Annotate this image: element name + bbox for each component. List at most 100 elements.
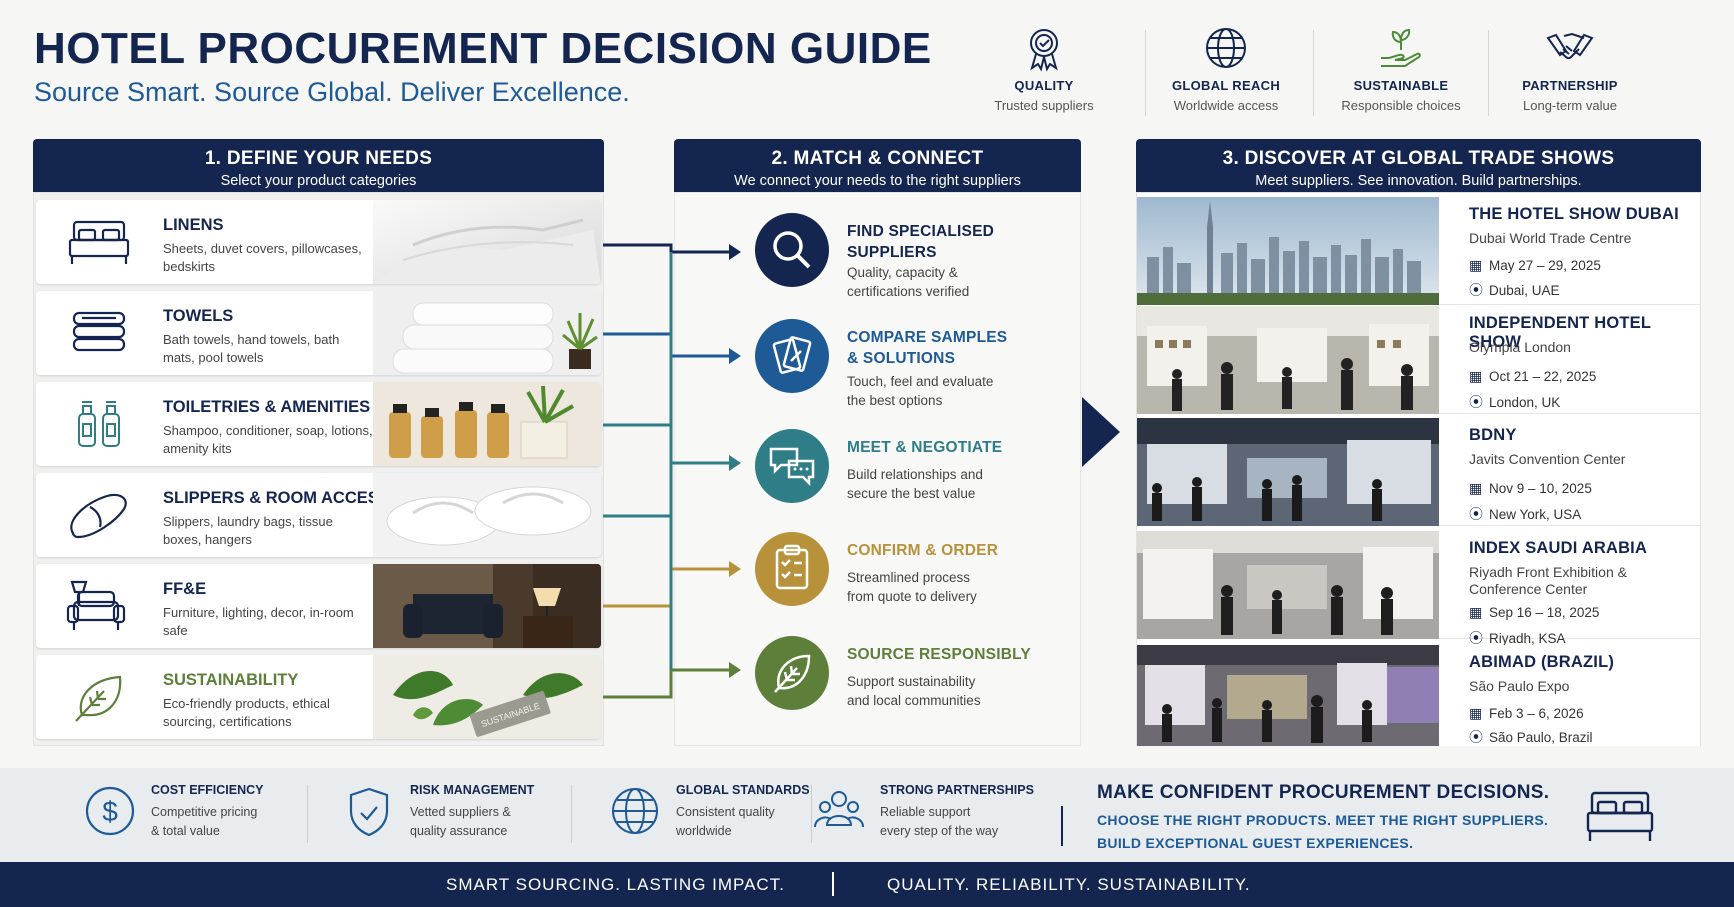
benefit-desc: Competitive pricing& total value (151, 805, 258, 838)
connector-lines (603, 243, 741, 699)
ffe-photo (373, 564, 601, 648)
need-name: SLIPPERS & ROOM ACCESSORIES (163, 489, 442, 507)
footer-divider (832, 872, 834, 896)
dubai-skyline-photo (1137, 197, 1439, 305)
leaf-circle-icon (755, 636, 829, 710)
towels-photo (373, 291, 601, 375)
toiletries-photo (373, 382, 601, 466)
magnifier-icon (755, 213, 829, 287)
expo-hall-photo (1137, 645, 1439, 746)
show-venue: Riyadh Front Exhibition & Conference Cen… (1469, 564, 1627, 597)
benefit-cost-efficiency: $ COST EFFICIENCY Competitive pricing& t… (84, 783, 284, 847)
need-card-towels: TOWELS Bath towels, hand towels, bath ma… (36, 291, 601, 375)
need-card-linens: LINENS Sheets, duvet covers, pillowcases… (36, 200, 601, 284)
benefit-risk-management: RISK MANAGEMENT Vetted suppliers &qualit… (343, 783, 543, 847)
need-name: TOILETRIES & AMENITIES (163, 398, 371, 416)
need-name: SUSTAINABILITY (163, 671, 299, 689)
need-name: TOWELS (163, 307, 234, 325)
linens-photo (373, 200, 601, 284)
show-bdny: BDNY Javits Convention Center ▦Nov 9 – 1… (1137, 418, 1700, 526)
show-venue: São Paulo Expo (1469, 678, 1570, 694)
calendar-icon: ▦ (1469, 257, 1483, 273)
show-location: ⦿London, UK (1469, 394, 1561, 410)
leaf-icon (75, 675, 122, 722)
column-title: 1. DEFINE YOUR NEEDS (204, 148, 433, 169)
bed-icon (68, 220, 130, 264)
expo-hall-photo (1137, 306, 1439, 414)
armchair-lamp-icon (66, 580, 126, 630)
show-index-saudi-arabia: INDEX SAUDI ARABIA Riyadh Front Exhibiti… (1137, 531, 1700, 646)
divider (1313, 30, 1314, 116)
show-independent-hotel-show: INDEPENDENT HOTEL SHOW Olympia London ▦O… (1137, 306, 1700, 414)
show-location: ⦿Dubai, UAE (1469, 282, 1560, 298)
cta-title: MAKE CONFIDENT PROCUREMENT DECISIONS. (1097, 782, 1550, 803)
slippers-photo (373, 473, 601, 557)
need-card-sustainability: SUSTAINABILITY Eco-friendly products, et… (36, 655, 601, 739)
show-name: INDEX SAUDI ARABIA (1469, 539, 1648, 557)
badge-title: GLOBAL REACH (1171, 78, 1281, 93)
towel-stack-icon (72, 311, 126, 352)
need-desc: Slippers, laundry bags, tissue boxes, ha… (163, 514, 333, 547)
need-name: LINENS (163, 216, 224, 234)
show-venue: Javits Convention Center (1469, 451, 1626, 467)
need-desc: Shampoo, conditioner, soap, lotions, ame… (163, 423, 373, 456)
need-card-toiletries: TOILETRIES & AMENITIES Shampoo, conditio… (36, 382, 601, 466)
badge-partnership: PARTNERSHIP Long-term value (1485, 24, 1655, 113)
footer-bar: SMART SOURCING. LASTING IMPACT. QUALITY.… (0, 862, 1734, 907)
badge-global-reach: GLOBAL REACH Worldwide access (1141, 24, 1311, 113)
calendar-icon: ▦ (1469, 604, 1483, 620)
show-name: ABIMAD (BRAZIL) (1469, 653, 1615, 671)
benefit-title: COST EFFICIENCY (151, 783, 264, 797)
divider (1145, 30, 1146, 116)
step-name: SOURCE RESPONSIBLY (847, 646, 1031, 663)
show-date: ▦Feb 3 – 6, 2026 (1469, 705, 1584, 721)
show-name: INDEPENDENT HOTEL SHOW (1469, 314, 1651, 351)
show-date: ▦May 27 – 29, 2025 (1469, 257, 1601, 273)
globe-icon (612, 788, 658, 834)
badge-sustainable: SUSTAINABLE Responsible choices (1316, 24, 1486, 113)
badge-title: SUSTAINABLE (1353, 78, 1449, 93)
divider (307, 785, 308, 843)
footer-tagline-right: QUALITY. RELIABILITY. SUSTAINABILITY. (887, 875, 1251, 894)
people-icon (814, 791, 864, 828)
show-date: ▦Nov 9 – 10, 2025 (1469, 480, 1592, 496)
location-pin-icon: ⦿ (1469, 394, 1483, 410)
need-desc: Sheets, duvet covers, pillowcases, bedsk… (163, 241, 362, 274)
show-date: ▦Oct 21 – 22, 2025 (1469, 368, 1597, 384)
calendar-icon: ▦ (1469, 480, 1483, 496)
show-venue: Dubai World Trade Centre (1469, 230, 1632, 246)
badge-sub: Trusted suppliers (994, 98, 1094, 113)
step-source-responsibly: SOURCE RESPONSIBLY Support sustainabilit… (755, 636, 1045, 726)
sustainability-photo: SUSTAINABLE (373, 655, 601, 739)
hand-plant-icon (1381, 28, 1421, 67)
column-subtitle: We connect your needs to the right suppl… (734, 173, 1021, 189)
benefit-strip (0, 768, 1734, 862)
need-desc: Bath towels, hand towels, bath mats, poo… (163, 332, 340, 365)
location-pin-icon: ⦿ (1469, 729, 1483, 745)
divider (1488, 30, 1489, 116)
slipper-icon (70, 493, 127, 539)
show-venue: Olympia London (1469, 339, 1571, 355)
need-desc: Eco-friendly products, ethical sourcing,… (163, 696, 330, 729)
column-header-match: 2. MATCH & CONNECT We connect your needs… (674, 139, 1081, 192)
location-pin-icon: ⦿ (1469, 282, 1483, 298)
step-meet-negotiate: MEET & NEGOTIATE Build relationships and… (755, 429, 1045, 519)
step-name: CONFIRM & ORDER (847, 542, 999, 559)
divider (571, 785, 572, 843)
bed-icon (1586, 791, 1654, 841)
expo-hall-photo (1137, 418, 1439, 526)
location-pin-icon: ⦿ (1469, 506, 1483, 522)
step-name: MEET & NEGOTIATE (847, 439, 1003, 456)
column-title: 3. DISCOVER AT GLOBAL TRADE SHOWS (1222, 148, 1615, 169)
badge-quality: QUALITY Trusted suppliers (959, 24, 1129, 113)
step-compare-samples: COMPARE SAMPLES& SOLUTIONS Touch, feel a… (755, 319, 1045, 409)
column-header-discover: 3. DISCOVER AT GLOBAL TRADE SHOWS Meet s… (1136, 139, 1701, 192)
chat-bubbles-icon (755, 429, 829, 503)
